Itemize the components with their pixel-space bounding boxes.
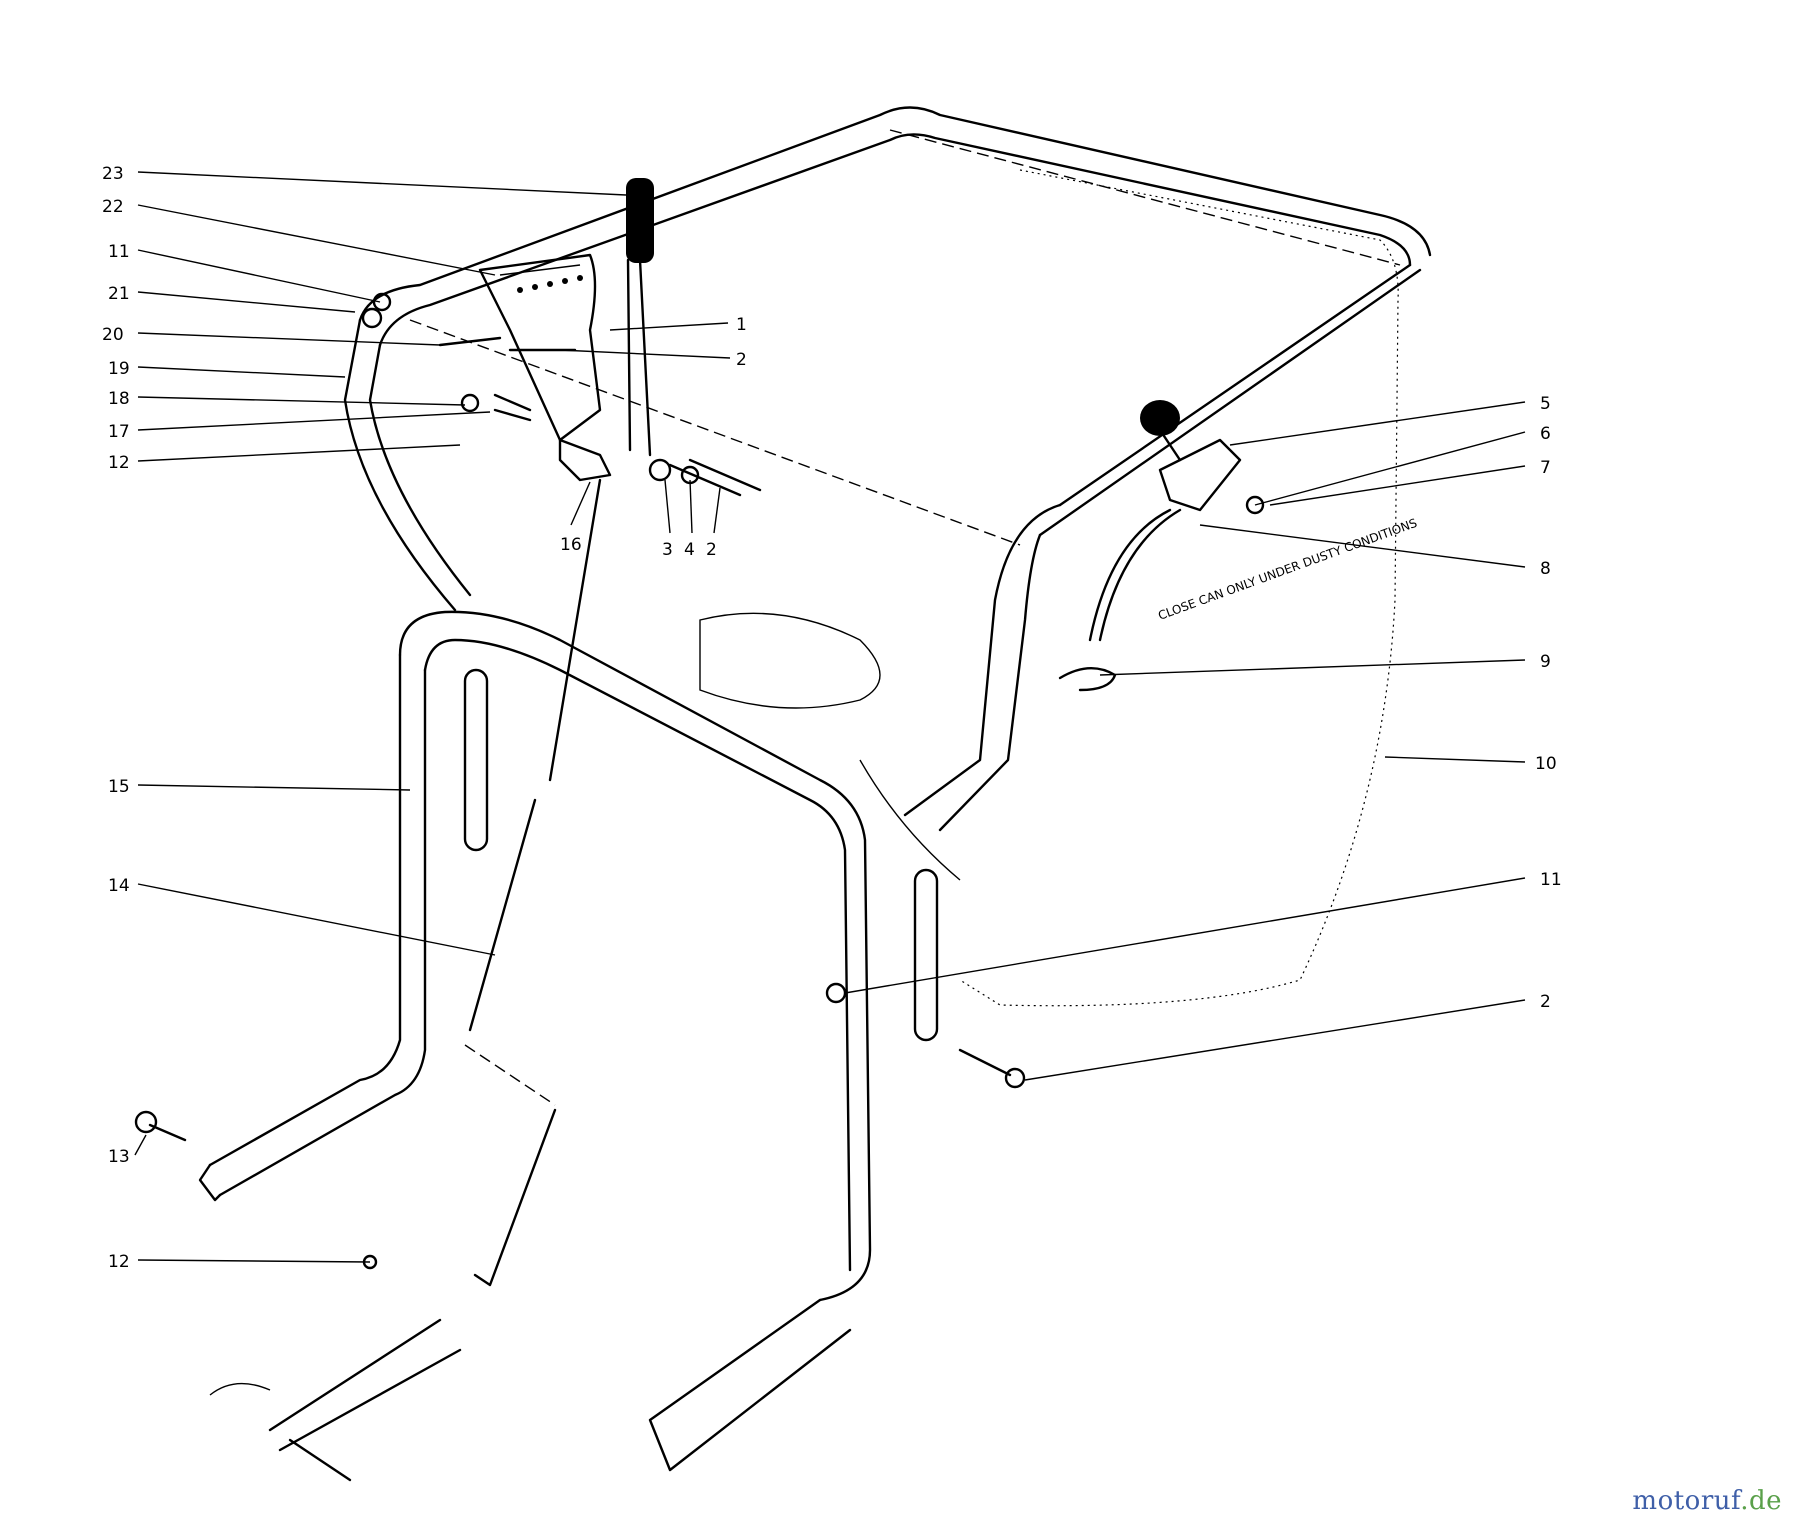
callout-12-top: 12 [108, 453, 130, 473]
callout-23: 23 [102, 164, 124, 184]
watermark-logo: motoruf.de [1632, 1486, 1782, 1516]
shift-lever [361, 178, 762, 497]
callout-11-top: 11 [108, 242, 130, 262]
watermark-suffix: .de [1740, 1486, 1782, 1516]
callout-10: 10 [1535, 754, 1557, 774]
callout-18: 18 [108, 389, 130, 409]
callout-13: 13 [108, 1147, 130, 1167]
callout-20: 20 [102, 325, 124, 345]
callout-5: 5 [1540, 394, 1551, 414]
quadrant-holes [517, 275, 583, 293]
callout-2-bottom: 2 [1540, 992, 1551, 1012]
callout-8: 8 [1540, 559, 1551, 579]
callout-12-bottom: 12 [108, 1252, 130, 1272]
callout-17: 17 [108, 422, 130, 442]
callout-7: 7 [1540, 458, 1551, 478]
bolts [134, 982, 1026, 1270]
callout-6: 6 [1540, 424, 1551, 444]
callout-2-lever: 2 [706, 540, 717, 560]
callout-labels: 23 22 11 21 20 19 18 17 12 16 3 4 2 1 2 … [102, 164, 1562, 1272]
callout-4: 4 [684, 540, 695, 560]
callout-3: 3 [662, 540, 673, 560]
callout-19: 19 [108, 359, 130, 379]
callout-1: 1 [736, 315, 747, 335]
callout-21: 21 [108, 284, 130, 304]
callout-9: 9 [1540, 652, 1551, 672]
callout-11-right: 11 [1540, 870, 1562, 890]
grass-bag: CLOSE CAN ONLY UNDER DUSTY CONDITIONS [409, 129, 1419, 1007]
callout-14: 14 [108, 876, 130, 896]
callout-15: 15 [108, 777, 130, 797]
lower-handle [198, 610, 939, 1472]
upper-handle [343, 106, 1432, 832]
bag-warning-text: CLOSE CAN ONLY UNDER DUSTY CONDITIONS [1156, 516, 1419, 623]
callout-2-top: 2 [736, 350, 747, 370]
callout-22: 22 [102, 197, 124, 217]
leader-lines [134, 171, 1526, 1263]
watermark-brand: motoruf [1632, 1486, 1741, 1516]
throttle-control [1058, 400, 1265, 692]
callout-16: 16 [560, 535, 582, 555]
shift-rod [209, 478, 602, 1482]
